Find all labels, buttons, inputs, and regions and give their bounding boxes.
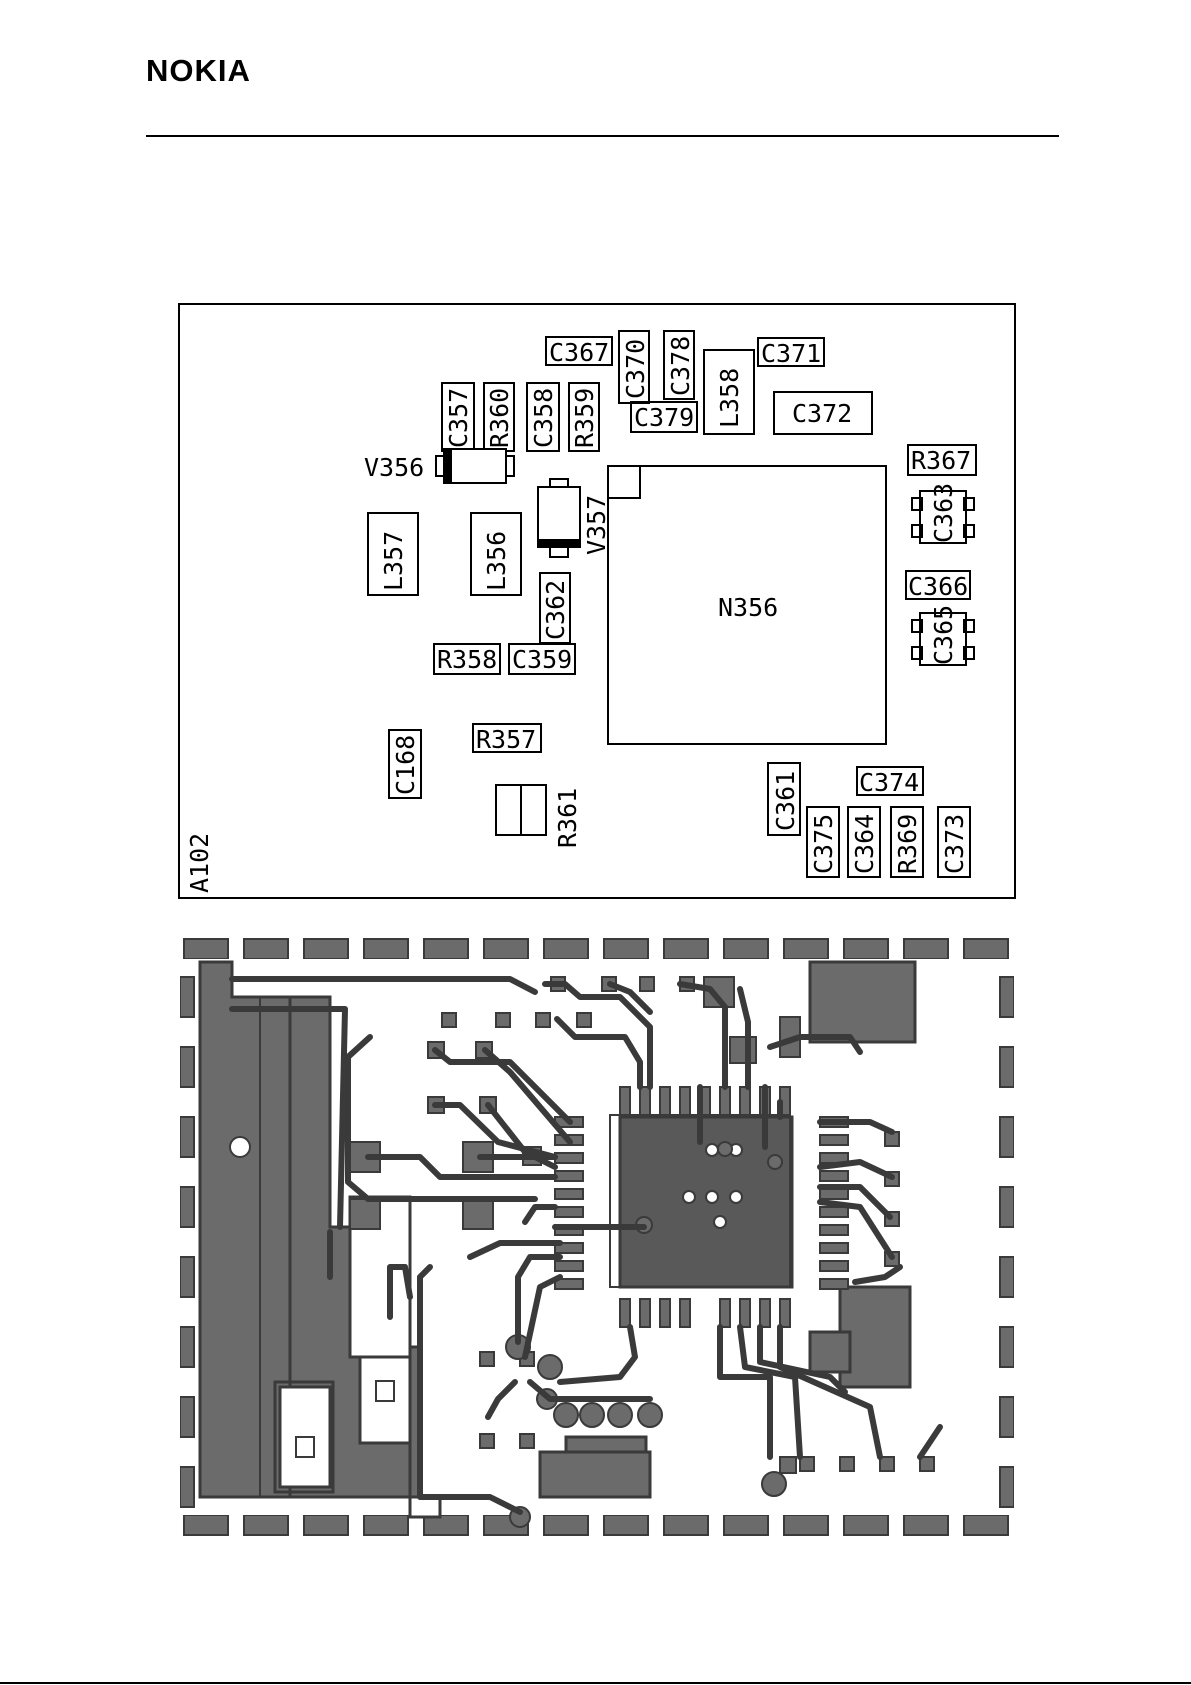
label-l358: L358 [715, 368, 744, 428]
label-c374: C361 [771, 771, 800, 831]
label-r360: R360 [485, 388, 514, 448]
label-c375: C375 [809, 814, 838, 874]
label-c363: C363 [929, 483, 958, 543]
label-c366: C366 [908, 572, 968, 601]
label-r359: R359 [570, 388, 599, 448]
label-v357: V357 [582, 495, 611, 555]
label-r367: R367 [911, 446, 971, 475]
label-r361: R361 [553, 788, 582, 848]
label-c168: C168 [391, 735, 420, 795]
footer-rule [0, 1682, 1191, 1684]
label-c359: C359 [512, 645, 572, 674]
label-l357: L357 [379, 531, 408, 591]
label-c365: C365 [929, 605, 958, 665]
component-placement-diagram: C367 C370 C378 C371 C357 R360 C358 R359 … [178, 303, 1016, 899]
label-c379: C379 [634, 403, 694, 432]
label-c357: C357 [444, 388, 473, 448]
nokia-logo: NOKIA [146, 52, 286, 86]
label-r369: R369 [893, 814, 922, 874]
board-id-label: A102 [185, 833, 214, 893]
label-r357: R357 [476, 725, 536, 754]
label-c361: C374 [859, 768, 919, 797]
label-r358: R358 [437, 645, 497, 674]
label-l356: L356 [482, 531, 511, 591]
label-c362: C362 [541, 580, 570, 640]
pcb-track-layout-diagram [180, 937, 1014, 1537]
logo-text: NOKIA [146, 53, 251, 86]
label-c367: C367 [549, 338, 609, 367]
label-c370: C370 [621, 339, 650, 399]
header-rule [146, 135, 1059, 137]
label-c364: C364 [850, 814, 879, 874]
label-v356: V356 [364, 453, 424, 482]
label-c372: C372 [792, 399, 852, 428]
label-n356: N356 [718, 593, 778, 622]
label-c358: C358 [529, 388, 558, 448]
label-c373: C373 [940, 814, 969, 874]
label-c371: C371 [761, 339, 821, 368]
diode-v357 [538, 479, 580, 557]
label-c378: C378 [666, 336, 695, 396]
diode-v356 [436, 449, 514, 483]
